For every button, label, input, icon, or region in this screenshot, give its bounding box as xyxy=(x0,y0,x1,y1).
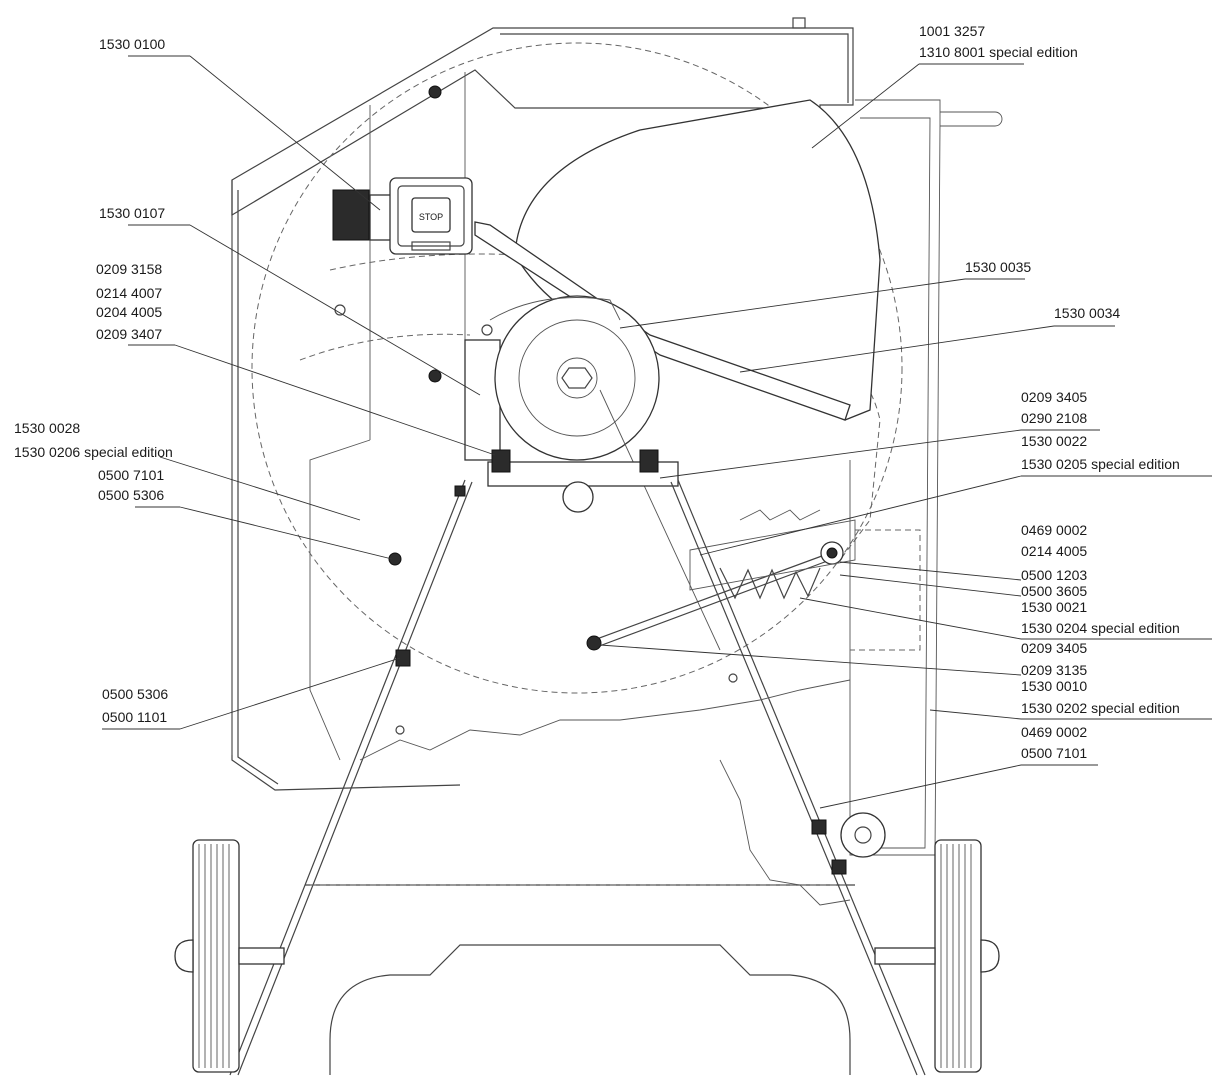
right-wheel xyxy=(874,839,1000,1073)
stop-button-label: STOP xyxy=(419,212,443,222)
label-1530-0204: 1530 0204 special edition xyxy=(1021,620,1180,636)
label-0500-1203: 0500 1203 xyxy=(1021,567,1087,583)
label-0500-7101-right: 0500 7101 xyxy=(1021,745,1087,761)
label-1530-0035: 1530 0035 xyxy=(965,259,1031,275)
label-0214-4005: 0214 4005 xyxy=(1021,543,1087,559)
label-1530-0010: 1530 0010 xyxy=(1021,678,1087,694)
label-0469-0002-bottom: 0469 0002 xyxy=(1021,724,1087,740)
left-wheel xyxy=(174,839,285,1073)
label-0209-3135: 0209 3135 xyxy=(1021,662,1087,678)
label-1530-0205: 1530 0205 special edition xyxy=(1021,456,1180,472)
label-1530-0022: 1530 0022 xyxy=(1021,433,1087,449)
lever-spring xyxy=(586,509,856,651)
housing xyxy=(231,17,1003,856)
label-0290-2108: 0290 2108 xyxy=(1021,410,1087,426)
gearbox xyxy=(464,295,721,651)
frame-legs xyxy=(229,479,926,1076)
label-0209-3407: 0209 3407 xyxy=(96,326,162,342)
stop-switch: STOP xyxy=(332,177,473,255)
label-0214-4007: 0214 4007 xyxy=(96,285,162,301)
label-0209-3158: 0209 3158 xyxy=(96,261,162,277)
label-0209-3405-mid: 0209 3405 xyxy=(1021,640,1087,656)
label-0500-7101-left: 0500 7101 xyxy=(98,467,164,483)
label-1310-8001: 1310 8001 special edition xyxy=(919,44,1078,60)
label-0204-4005: 0204 4005 xyxy=(96,304,162,320)
label-1001-3257: 1001 3257 xyxy=(919,23,985,39)
label-1530-0021: 1530 0021 xyxy=(1021,599,1087,615)
label-0209-3405-top: 0209 3405 xyxy=(1021,389,1087,405)
label-1530-0028: 1530 0028 xyxy=(14,420,80,436)
label-1530-0206: 1530 0206 special edition xyxy=(14,444,173,460)
label-1530-0107: 1530 0107 xyxy=(99,205,165,221)
label-1530-0100: 1530 0100 xyxy=(99,36,165,52)
label-0500-5306-bottom: 0500 5306 xyxy=(102,686,168,702)
label-1530-0202: 1530 0202 special edition xyxy=(1021,700,1180,716)
label-0500-3605: 0500 3605 xyxy=(1021,583,1087,599)
label-0469-0002-top: 0469 0002 xyxy=(1021,522,1087,538)
bolts xyxy=(334,85,738,735)
label-1530-0034: 1530 0034 xyxy=(1054,305,1120,321)
label-0500-1101: 0500 1101 xyxy=(102,709,167,725)
label-0500-5306-left: 0500 5306 xyxy=(98,487,164,503)
leader-lines xyxy=(159,55,1055,809)
callout-labels: 1530 0100 1001 3257 1310 8001 special ed… xyxy=(14,23,1212,766)
